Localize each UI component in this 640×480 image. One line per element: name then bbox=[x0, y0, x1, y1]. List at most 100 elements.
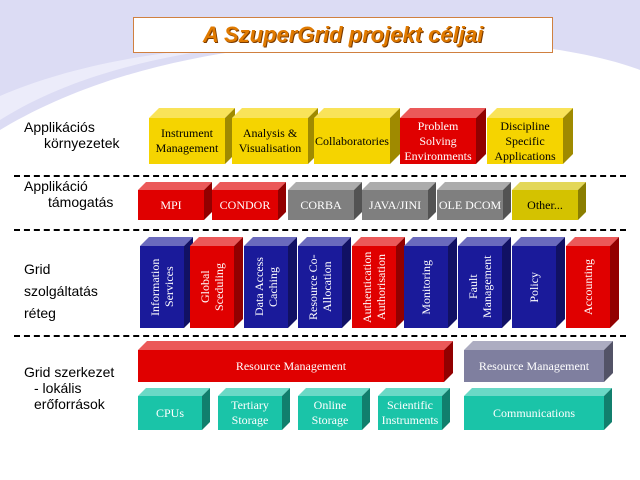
box-side-face bbox=[448, 237, 457, 328]
box-top-face bbox=[362, 182, 436, 190]
box-side-face bbox=[202, 388, 210, 430]
box-label: Global Sceduling bbox=[198, 263, 226, 311]
box-side-face bbox=[204, 182, 212, 220]
resource-box: Scientific Instruments bbox=[378, 388, 450, 430]
environment-box: Analysis & Visualisation bbox=[232, 108, 318, 164]
box-label: Policy bbox=[527, 271, 541, 303]
resource-box: CPUs bbox=[138, 388, 210, 430]
service-box: Information Services bbox=[140, 237, 193, 328]
box-label: Collaboratories bbox=[315, 133, 389, 148]
box-label: Resource Management bbox=[235, 358, 347, 373]
service-box: Fault Management bbox=[458, 237, 511, 328]
box-side-face bbox=[563, 108, 573, 164]
box-side-face bbox=[503, 182, 511, 220]
box-front-face: Analysis & Visualisation bbox=[232, 118, 308, 164]
box-side-face bbox=[234, 237, 243, 328]
box-top-face bbox=[218, 388, 290, 396]
box-top-face bbox=[458, 237, 511, 246]
box-top-face bbox=[140, 237, 193, 246]
box-front-face: OLE DCOM bbox=[437, 190, 503, 220]
box-side-face bbox=[604, 388, 612, 430]
box-front-face: Resource Co-Allocation bbox=[298, 246, 342, 328]
box-label: Communications bbox=[493, 405, 575, 420]
box-side-face bbox=[308, 108, 318, 164]
box-side-face bbox=[362, 388, 370, 430]
box-top-face bbox=[464, 388, 612, 396]
box-front-face: Global Sceduling bbox=[190, 246, 234, 328]
communications-box: Communications bbox=[464, 388, 612, 430]
box-top-face bbox=[512, 182, 586, 190]
box-front-face: MPI bbox=[138, 190, 204, 220]
resource-management-bar: Resource Management bbox=[138, 341, 453, 382]
service-box: Data Access Caching bbox=[244, 237, 297, 328]
box-label: OLE DCOM bbox=[438, 197, 502, 212]
row-label-line: erőforrások bbox=[34, 396, 105, 412]
box-label: CONDOR bbox=[219, 197, 271, 212]
divider-line bbox=[14, 229, 626, 231]
box-label: CORBA bbox=[300, 197, 342, 212]
box-top-face bbox=[138, 388, 210, 396]
service-box: Authentication Authorisation bbox=[352, 237, 405, 328]
row-label-line: Grid szerkezet bbox=[24, 364, 115, 380]
box-front-face: Authentication Authorisation bbox=[352, 246, 396, 328]
box-side-face bbox=[610, 237, 619, 328]
box-label: Monitoring bbox=[419, 259, 433, 315]
box-front-face: Problem Solving Environments bbox=[400, 118, 476, 164]
environment-box: Discipline Specific Applications bbox=[487, 108, 573, 164]
row-label-line: Applikáció bbox=[24, 178, 88, 194]
row-label-line: környezetek bbox=[44, 135, 120, 151]
box-label: Instrument Management bbox=[155, 126, 219, 155]
box-front-face: Policy bbox=[512, 246, 556, 328]
box-side-face bbox=[556, 237, 565, 328]
service-box: Monitoring bbox=[404, 237, 457, 328]
box-top-face bbox=[566, 237, 619, 246]
box-label: Other... bbox=[527, 197, 563, 212]
box-label: Data Access Caching bbox=[252, 257, 280, 317]
support-box: CORBA bbox=[288, 182, 362, 220]
row-label-line: szolgáltatás bbox=[24, 283, 98, 299]
box-top-face bbox=[352, 237, 405, 246]
box-top-face bbox=[400, 108, 486, 118]
box-side-face bbox=[502, 237, 511, 328]
row-label-line: Applikációs bbox=[24, 119, 95, 135]
box-top-face bbox=[314, 108, 400, 118]
service-box: Global Sceduling bbox=[190, 237, 243, 328]
divider-line bbox=[14, 335, 626, 337]
box-top-face bbox=[512, 237, 565, 246]
box-top-face bbox=[437, 182, 511, 190]
box-top-face bbox=[464, 341, 613, 350]
box-side-face bbox=[428, 182, 436, 220]
box-side-face bbox=[342, 237, 351, 328]
box-front-face: Data Access Caching bbox=[244, 246, 288, 328]
box-side-face bbox=[476, 108, 486, 164]
box-top-face bbox=[138, 341, 453, 350]
box-front-face: Scientific Instruments bbox=[378, 396, 442, 430]
box-top-face bbox=[404, 237, 457, 246]
box-top-face bbox=[288, 182, 362, 190]
box-front-face: Collaboratories bbox=[314, 118, 390, 164]
box-label: Discipline Specific Applications bbox=[494, 118, 556, 163]
box-top-face bbox=[298, 237, 351, 246]
support-box: CONDOR bbox=[212, 182, 286, 220]
row-label-line: támogatás bbox=[48, 194, 114, 210]
resource-management-bar: Resource Management bbox=[464, 341, 613, 382]
support-box: Other... bbox=[512, 182, 586, 220]
box-front-face: Information Services bbox=[140, 246, 184, 328]
box-top-face bbox=[190, 237, 243, 246]
box-label: Problem Solving Environments bbox=[404, 118, 472, 163]
resource-box: Online Storage bbox=[298, 388, 370, 430]
service-box: Policy bbox=[512, 237, 565, 328]
box-label: Online Storage bbox=[311, 398, 349, 427]
box-label: Information Services bbox=[148, 258, 176, 316]
box-top-face bbox=[149, 108, 235, 118]
box-side-face bbox=[396, 237, 405, 328]
resource-box: Tertiary Storage bbox=[218, 388, 290, 430]
support-box: OLE DCOM bbox=[437, 182, 511, 220]
box-side-face bbox=[604, 341, 613, 382]
box-label: Tertiary Storage bbox=[231, 398, 269, 427]
support-box: MPI bbox=[138, 182, 212, 220]
box-label: MPI bbox=[160, 197, 182, 212]
box-top-face bbox=[138, 182, 212, 190]
box-label: Resource Management bbox=[478, 358, 590, 373]
